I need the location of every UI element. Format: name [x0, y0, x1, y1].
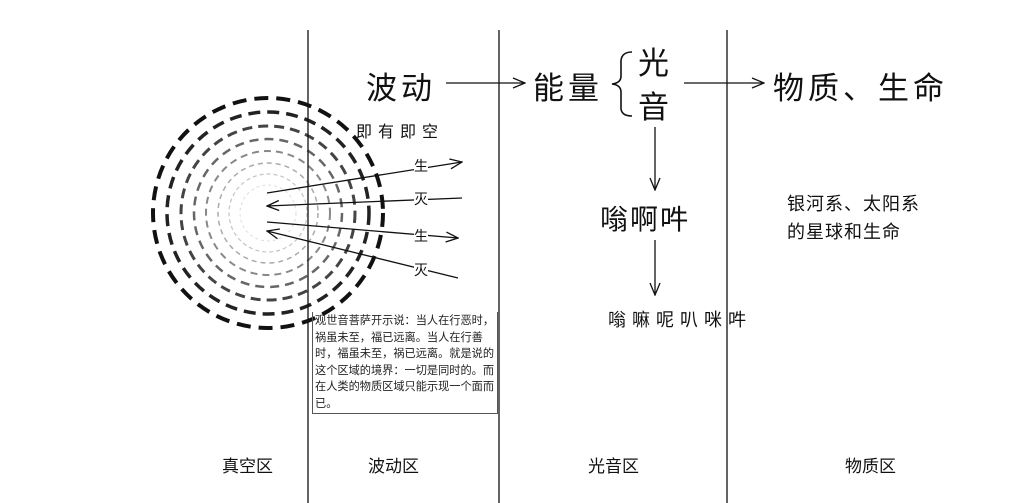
wave-label: 波动: [366, 71, 436, 107]
wave-ring: [239, 184, 297, 242]
arise-label-2: 生: [414, 226, 428, 246]
wave-ring: [205, 150, 331, 276]
wave-caption: 即有即空: [356, 122, 445, 141]
zone-label-vacuum: 真空区: [222, 457, 273, 477]
arrow-arise-2: [266, 221, 458, 238]
zone-label-light-sound: 光音区: [588, 457, 639, 477]
mantra-short: 嗡啊吽: [600, 203, 691, 236]
energy-label: 能量: [533, 71, 603, 107]
wave-ring: [228, 173, 308, 253]
concentric-wave-rings: [151, 96, 385, 330]
cease-label-1: 灭: [414, 189, 428, 209]
wave-ring: [151, 96, 385, 330]
zone-label-wave: 波动区: [368, 457, 419, 477]
teaching-paragraph: 观世音菩萨开示说：当人在行恶时，祸虽未至，福已远离。当人在行善时，福虽未至，祸已…: [312, 312, 498, 414]
wave-ring: [217, 162, 319, 264]
sound-label: 音: [638, 90, 673, 126]
mantra-long: 嗡嘛呢叭咪吽: [608, 310, 752, 331]
arise-label-1: 生: [414, 156, 428, 176]
arrow-arise-1: [266, 162, 462, 194]
wave-ring: [179, 124, 357, 302]
zone-label-matter: 物质区: [845, 457, 896, 477]
cease-label-2: 灭: [414, 260, 428, 280]
wave-ring: [165, 110, 371, 316]
arrow-cease-1: [267, 197, 463, 206]
matter-life-label: 物质、生命: [773, 71, 948, 107]
wave-ring: [192, 137, 344, 289]
brace-icon: [611, 51, 633, 117]
galaxy-text-line-1: 银河系、太阳系: [787, 194, 920, 215]
galaxy-text-line-2: 的星球和生命: [787, 222, 901, 243]
light-label: 光: [638, 46, 673, 82]
